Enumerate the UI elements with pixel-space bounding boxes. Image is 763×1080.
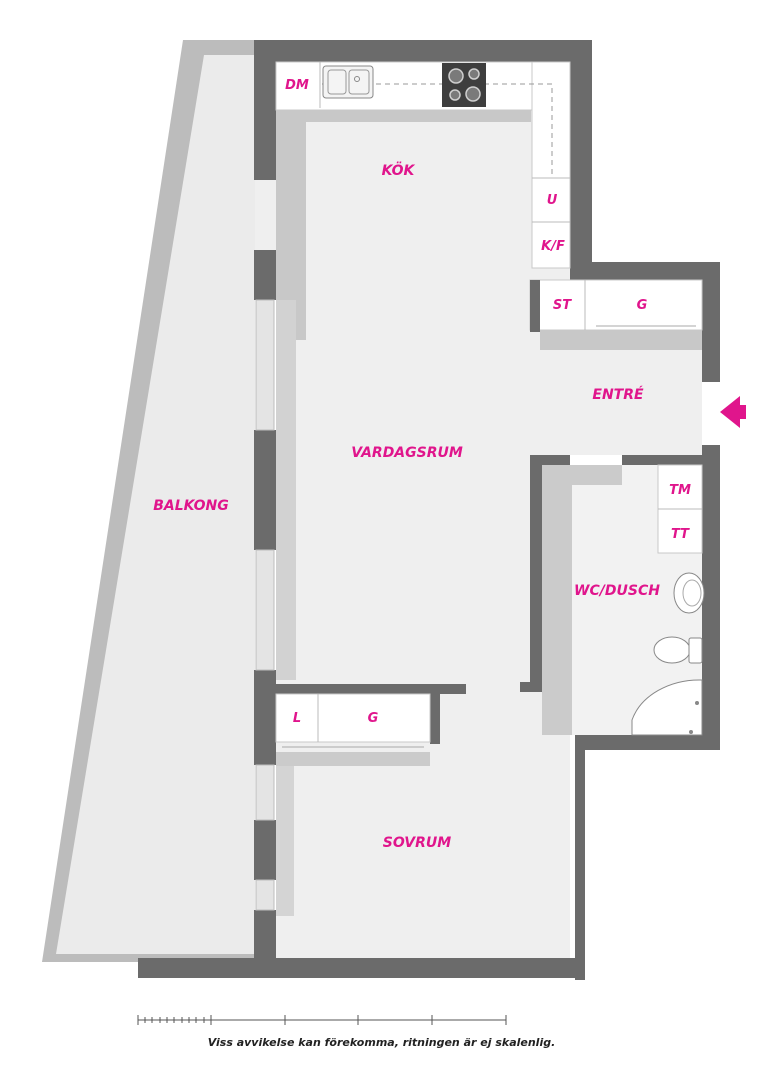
fixture-label-wardrobe-entry: G: [637, 298, 648, 313]
bedroom-partition: [275, 684, 466, 916]
room-label-balcony: BALKONG: [153, 498, 229, 514]
room-label-bedroom: SOVRUM: [383, 835, 451, 851]
room-label-living: VARDAGSRUM: [351, 445, 463, 461]
fixture-label-washer: TM: [669, 483, 691, 498]
fixture-label-fridge-freezer: K/F: [541, 239, 565, 254]
fixture-label-upper: U: [547, 193, 558, 208]
room-label-entry: ENTRÉ: [592, 386, 644, 403]
room-label-kitchen: KÖK: [382, 161, 416, 179]
scale-bar: [137, 1015, 507, 1025]
fixture-label-dryer: TT: [671, 527, 690, 542]
shower-icon: [631, 679, 703, 736]
entry-wardrobes: [529, 279, 703, 350]
entrance-arrow-icon: [720, 396, 746, 428]
balcony: [42, 40, 255, 962]
stove-icon: [442, 63, 486, 107]
toilet-icon: [653, 636, 703, 664]
washbasin-icon: [673, 572, 705, 614]
windows: [255, 299, 275, 911]
fixture-label-wardrobe-bedroom: G: [368, 711, 379, 726]
room-label-bathroom: WC/DUSCH: [574, 583, 660, 599]
outer-walls: [138, 40, 720, 980]
sink-icon: [322, 65, 374, 99]
disclaimer-text: Viss avvikelse kan förekomma, ritningen …: [207, 1036, 556, 1049]
fixture-label-cleaning-closet: ST: [553, 298, 572, 313]
fixture-label-dishwasher: DM: [285, 78, 309, 93]
fixture-label-linen: L: [293, 711, 301, 726]
